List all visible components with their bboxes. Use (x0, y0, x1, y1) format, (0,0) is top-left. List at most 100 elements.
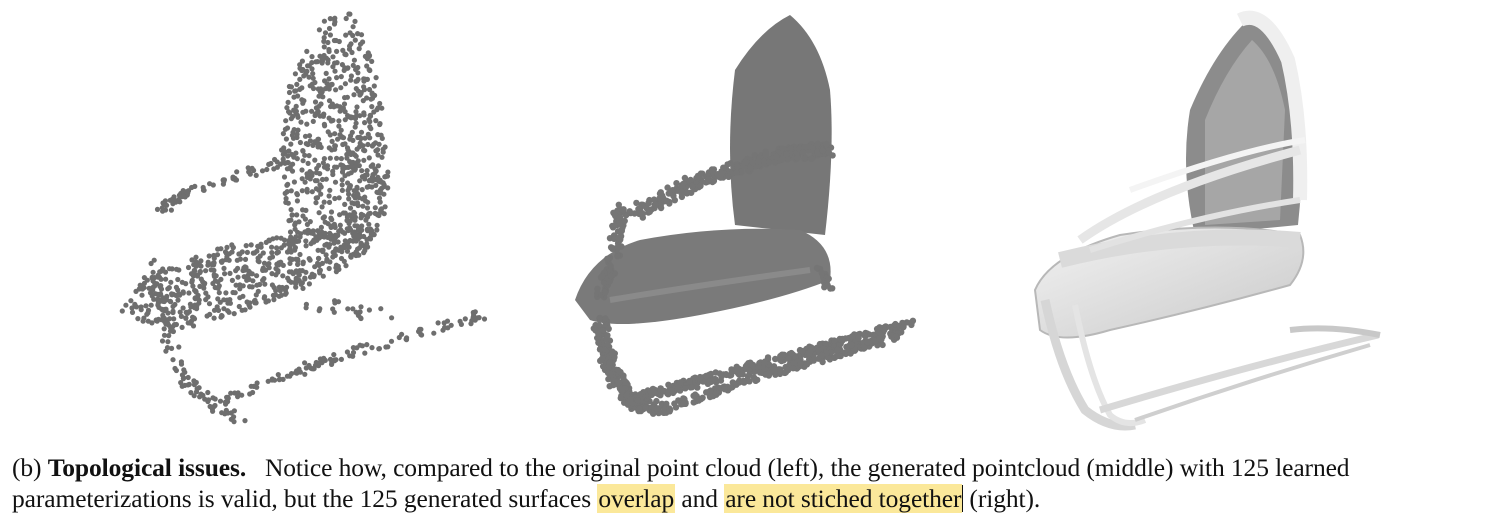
point (606, 359, 613, 366)
point (294, 81, 300, 87)
point (598, 355, 606, 362)
point (364, 95, 370, 101)
point (346, 184, 352, 191)
point (176, 267, 182, 273)
point (299, 280, 305, 286)
point (312, 362, 319, 368)
point (337, 222, 343, 228)
point (879, 341, 886, 349)
point (145, 318, 151, 324)
point (359, 168, 365, 174)
point (814, 140, 821, 148)
point (315, 260, 321, 266)
point (871, 337, 879, 345)
point (334, 60, 340, 66)
point (899, 324, 907, 331)
point (824, 282, 831, 289)
highlight-overlap: overlap (597, 484, 676, 513)
point (332, 300, 338, 306)
point (188, 390, 194, 396)
point (164, 345, 171, 351)
point (242, 307, 248, 313)
point (418, 331, 424, 337)
point (688, 384, 696, 391)
point (772, 355, 779, 363)
point (333, 269, 339, 275)
point (284, 105, 290, 111)
point (707, 370, 715, 378)
point (217, 299, 223, 305)
point (316, 255, 322, 262)
point (861, 332, 868, 339)
point (788, 349, 795, 357)
point (327, 155, 333, 161)
point (274, 235, 280, 241)
point (203, 297, 209, 303)
point (355, 30, 361, 37)
point (194, 273, 200, 279)
surface-leg-front-2 (1072, 304, 1147, 427)
point (200, 184, 206, 191)
point (262, 294, 268, 300)
point (378, 306, 384, 312)
point (861, 344, 868, 351)
point (291, 179, 297, 185)
point (341, 101, 348, 107)
point (280, 273, 286, 279)
caption-title: Topological issues. (47, 453, 247, 482)
point (129, 309, 136, 315)
point (378, 206, 385, 212)
point (251, 167, 257, 174)
point (224, 394, 230, 400)
point (361, 250, 367, 256)
point (303, 243, 309, 249)
point (141, 280, 147, 286)
point (153, 317, 159, 324)
point (196, 300, 202, 306)
point (441, 320, 447, 326)
point (718, 373, 725, 380)
point (190, 323, 197, 329)
point (289, 132, 295, 138)
point (653, 405, 661, 412)
point (596, 346, 604, 353)
caption-label: (b) (12, 453, 42, 482)
point (313, 111, 319, 117)
point (350, 24, 356, 30)
point (380, 149, 386, 155)
point (119, 308, 125, 314)
point (607, 272, 615, 280)
point (234, 169, 240, 175)
point (218, 258, 224, 265)
point (329, 217, 335, 223)
point (596, 314, 603, 322)
point (302, 133, 309, 139)
point (141, 315, 147, 321)
point (823, 140, 830, 148)
point (129, 305, 135, 311)
point (334, 155, 340, 161)
point (315, 86, 321, 92)
point (381, 211, 387, 217)
point (167, 328, 174, 334)
point (366, 116, 372, 123)
point (362, 350, 368, 356)
point (354, 223, 360, 229)
point (285, 200, 291, 206)
point (294, 212, 300, 218)
point (650, 196, 658, 203)
point (282, 291, 288, 297)
point (203, 290, 209, 296)
point (300, 207, 306, 213)
point (330, 54, 336, 60)
generated-surfaces-mesh (1033, 10, 1381, 431)
point (269, 250, 275, 256)
point (375, 163, 381, 169)
point (265, 298, 271, 304)
point (376, 195, 383, 201)
point (318, 224, 324, 230)
point (207, 181, 213, 187)
point (831, 337, 838, 344)
point (322, 357, 328, 363)
point (306, 256, 312, 262)
